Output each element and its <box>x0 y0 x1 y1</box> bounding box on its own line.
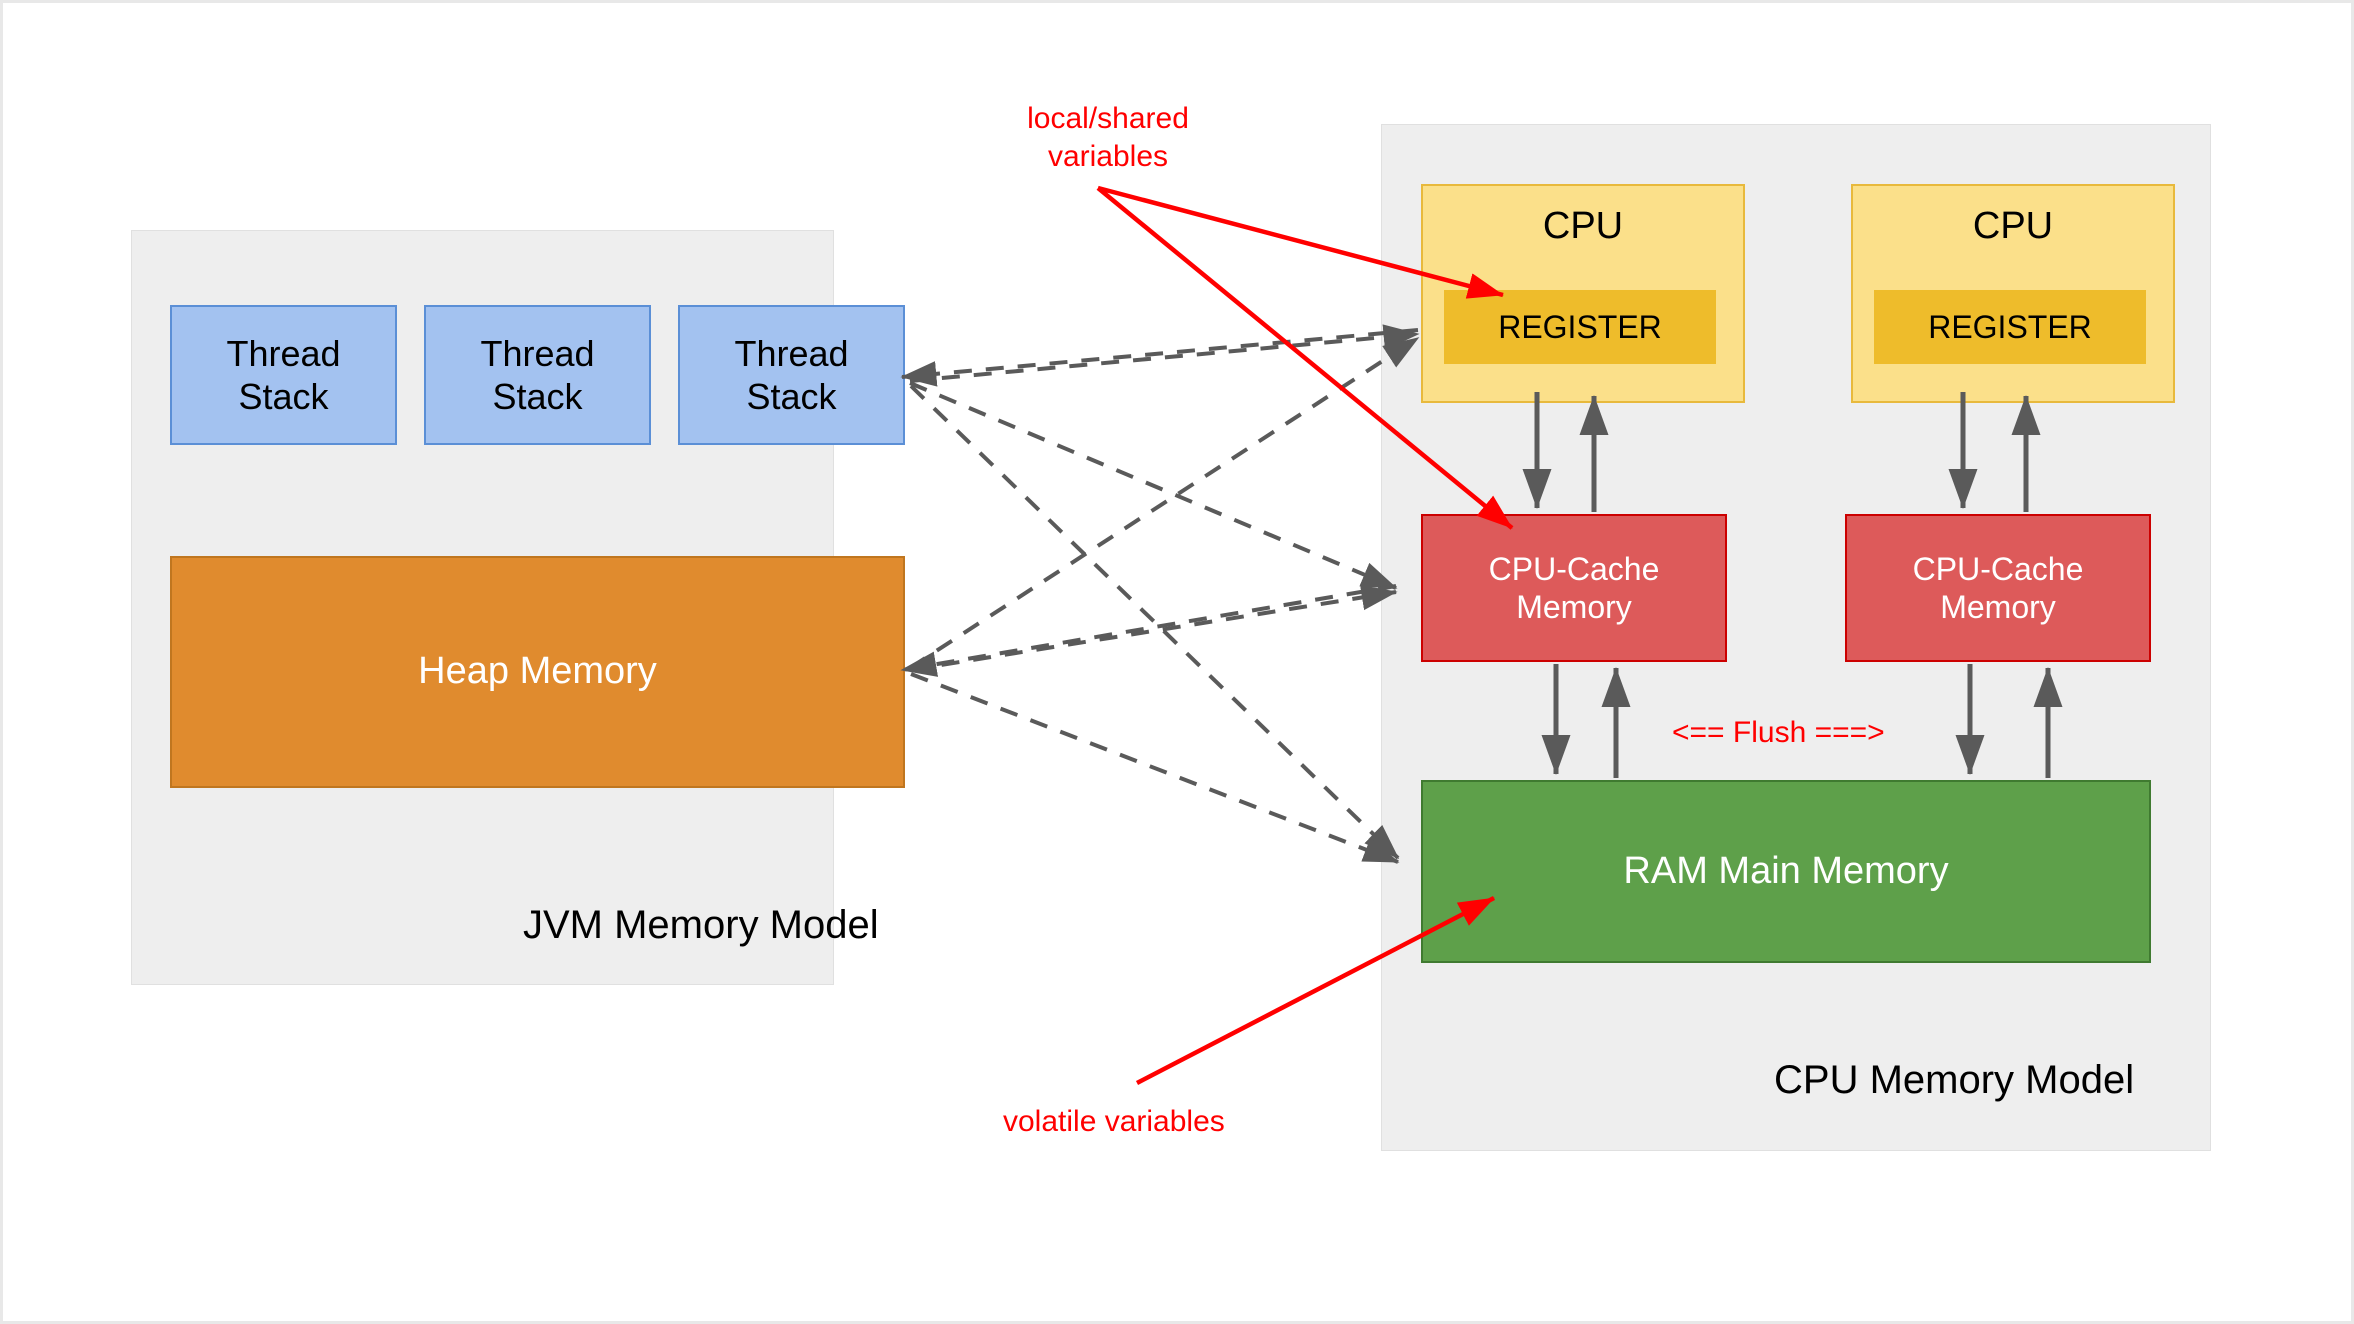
thread-stack-1-label: Thread Stack <box>226 332 341 417</box>
cpu-box-1-label: CPU <box>1542 205 1624 247</box>
connector-heap-to-register <box>908 336 1420 670</box>
thread-stack-2[interactable]: Thread Stack <box>424 305 651 445</box>
jvm-panel-title: JVM Memory Model <box>523 903 879 947</box>
register-box-2[interactable]: REGISTER <box>1874 290 2146 364</box>
connector-cache-to-heap <box>900 584 1397 677</box>
thread-stack-2-label: Thread Stack <box>480 332 595 417</box>
thread-stack-3[interactable]: Thread Stack <box>678 305 905 445</box>
register-box-1-label: REGISTER <box>1498 308 1662 345</box>
page-edge-right <box>2351 0 2354 1324</box>
cpu-panel-title: CPU Memory Model <box>1774 1058 2135 1102</box>
ram-main-memory-box[interactable]: RAM Main Memory <box>1421 780 2151 963</box>
cpu-cache-box-2-label: CPU-Cache Memory <box>1912 550 2084 625</box>
heap-memory-box[interactable]: Heap Memory <box>170 556 905 788</box>
connector-threadstack-to-ram <box>909 384 1400 860</box>
page-edge-left <box>0 0 3 1324</box>
connector-heap-to-ram <box>910 672 1400 864</box>
annotation-volatile-variables: volatile variables <box>1003 1105 1225 1138</box>
register-box-1[interactable]: REGISTER <box>1444 290 1716 364</box>
flush-label: <== Flush ===> <box>1672 716 1885 749</box>
connector-threadstack-to-cache <box>909 381 1398 590</box>
cpu-cache-box-1[interactable]: CPU-Cache Memory <box>1421 514 1727 662</box>
thread-stack-1[interactable]: Thread Stack <box>170 305 397 445</box>
connector-register-to-threadstack <box>900 328 1419 387</box>
page-edge-top <box>0 0 2354 3</box>
page-edge-bottom <box>0 1321 2354 1324</box>
thread-stack-3-label: Thread Stack <box>734 332 849 417</box>
cpu-cache-box-2[interactable]: CPU-Cache Memory <box>1845 514 2151 662</box>
cpu-box-2-label: CPU <box>1972 205 2054 247</box>
register-box-2-label: REGISTER <box>1928 308 2092 345</box>
connector-threadstack-to-register <box>909 324 1420 383</box>
connector-heap-to-cache <box>909 584 1398 672</box>
cpu-cache-box-1-label: CPU-Cache Memory <box>1488 550 1660 625</box>
ram-main-memory-label: RAM Main Memory <box>1623 849 1949 892</box>
heap-memory-label: Heap Memory <box>418 650 657 693</box>
annotation-local-shared-variables: local/shared variables <box>1027 102 1189 173</box>
